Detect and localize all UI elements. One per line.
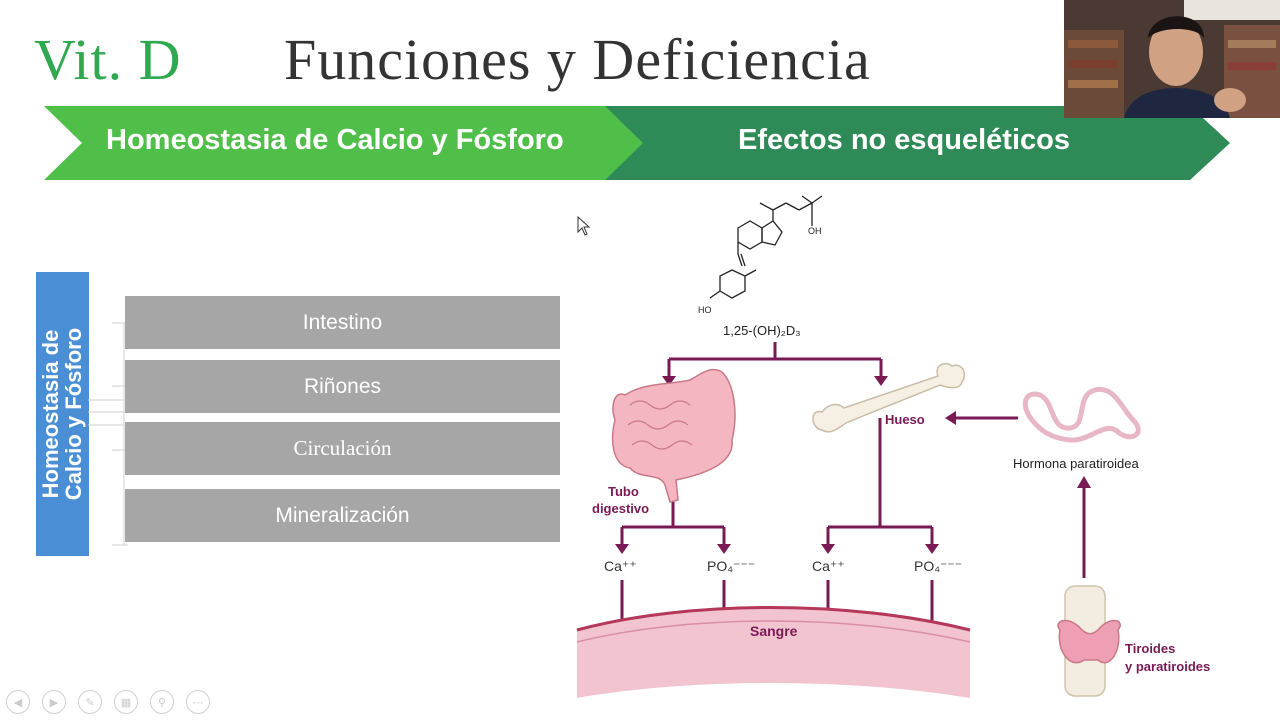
gut-label-2: digestivo [592, 501, 649, 516]
thyroid-label-1: Tiroides [1125, 641, 1175, 656]
blood-vessel-icon [576, 606, 971, 698]
connector-lines [88, 322, 128, 546]
blood-label: Sangre [750, 623, 798, 639]
item-intestino: Intestino [125, 296, 560, 349]
molecule-icon [709, 195, 823, 299]
bone-icon [812, 362, 966, 433]
pathway-arrows [620, 342, 1086, 636]
zoom-icon[interactable]: ⚲ [150, 690, 174, 714]
banner-left-arrow [44, 106, 643, 180]
sidebar-label: Homeostasia de Calcio y Fósforo [38, 299, 86, 529]
gut-label-1: Tubo [608, 484, 639, 499]
presenter-video-icon [1064, 0, 1280, 118]
item-rinones: Riñones [125, 360, 560, 413]
vit-d-label: Vit. D [34, 27, 182, 92]
sidebar-box [36, 272, 89, 556]
pth-icon [1022, 386, 1141, 443]
compound-label: 1,25-(OH)₂D₃ [723, 323, 801, 338]
prev-icon[interactable]: ◀ [6, 690, 30, 714]
intestine-icon [611, 368, 736, 503]
banner-right-arrow [600, 106, 1230, 180]
pth-label: Hormona paratiroidea [1013, 456, 1140, 471]
banner-right-label: Efectos no esqueléticos [738, 124, 1070, 156]
molecule-ho: HO [698, 305, 712, 315]
item-circulacion: Circulación [125, 422, 560, 475]
vitamin-d-diagram: OH HO 1,25-(OH)₂D₃ [576, 195, 1210, 698]
more-icon[interactable]: ⋯ [186, 690, 210, 714]
banner [44, 106, 1230, 180]
sidebar-label-line1: Homeostasia de [38, 329, 63, 499]
ion-po4-2: PO₄⁻⁻⁻ [914, 558, 962, 574]
molecule-oh: OH [808, 226, 822, 236]
cursor-icon [577, 216, 591, 236]
thyroid-icon [1057, 585, 1121, 697]
bone-label: Hueso [885, 412, 925, 427]
ion-po4-1: PO₄⁻⁻⁻ [707, 558, 755, 574]
ion-ca-2: Ca⁺⁺ [812, 558, 845, 574]
pen-icon[interactable]: ✎ [78, 690, 102, 714]
item-mineralizacion: Mineralización [125, 489, 560, 542]
ion-ca-1: Ca⁺⁺ [604, 558, 637, 574]
banner-left-label: Homeostasia de Calcio y Fósforo [106, 124, 564, 156]
thyroid-label-2: y paratiroides [1125, 659, 1210, 674]
slides-icon[interactable]: ▦ [114, 690, 138, 714]
slide-title: Funciones y Deficiencia [284, 27, 871, 92]
presenter-video [1064, 0, 1280, 118]
sidebar-label-line2: Calcio y Fósforo [61, 327, 86, 501]
next-icon[interactable]: ▶ [42, 690, 66, 714]
